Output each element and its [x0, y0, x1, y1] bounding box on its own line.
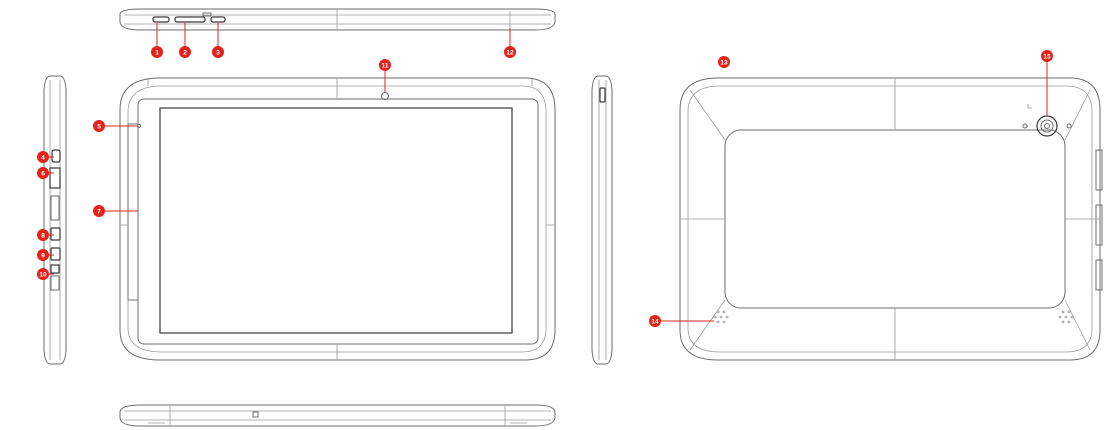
- callout-8: 8: [37, 229, 49, 241]
- svg-text:15: 15: [1043, 54, 1051, 61]
- callout-1: 1: [151, 46, 163, 58]
- svg-text:13: 13: [720, 60, 728, 67]
- svg-text:14: 14: [651, 319, 659, 326]
- svg-text:6: 6: [41, 171, 45, 178]
- callout-9: 9: [37, 249, 49, 261]
- bottom-edge-view: [120, 405, 555, 426]
- svg-text:10: 10: [39, 272, 47, 279]
- left-side-view: [44, 76, 66, 364]
- svg-text:4: 4: [41, 155, 45, 162]
- svg-text:9: 9: [41, 253, 45, 260]
- callout-3: 3: [212, 46, 224, 58]
- callout-10: 10: [37, 268, 49, 280]
- svg-text:12: 12: [506, 50, 514, 57]
- svg-text:5: 5: [97, 124, 101, 131]
- callout-6: 6: [37, 167, 49, 179]
- callout-14: 14: [649, 315, 661, 327]
- svg-text:11: 11: [382, 63, 389, 70]
- svg-text:8: 8: [41, 233, 45, 240]
- callout-2: 2: [179, 46, 191, 58]
- back-view: [680, 78, 1102, 360]
- right-side-view: [592, 76, 612, 364]
- svg-text:7: 7: [97, 209, 101, 216]
- callout-7: 7: [93, 205, 105, 217]
- callout-12: 12: [504, 46, 516, 58]
- callout-leaders: [48, 23, 1047, 321]
- svg-text:1: 1: [155, 50, 159, 57]
- callout-13: 13: [718, 56, 730, 68]
- svg-text:2: 2: [183, 50, 187, 57]
- svg-text:3: 3: [216, 50, 220, 57]
- callout-4: 4: [37, 151, 49, 163]
- speaker-grille-right: [1059, 311, 1073, 323]
- front-view: [120, 78, 555, 360]
- callout-5: 5: [93, 120, 105, 132]
- callout-15: 15: [1041, 50, 1053, 62]
- callout-11: 11: [379, 59, 391, 71]
